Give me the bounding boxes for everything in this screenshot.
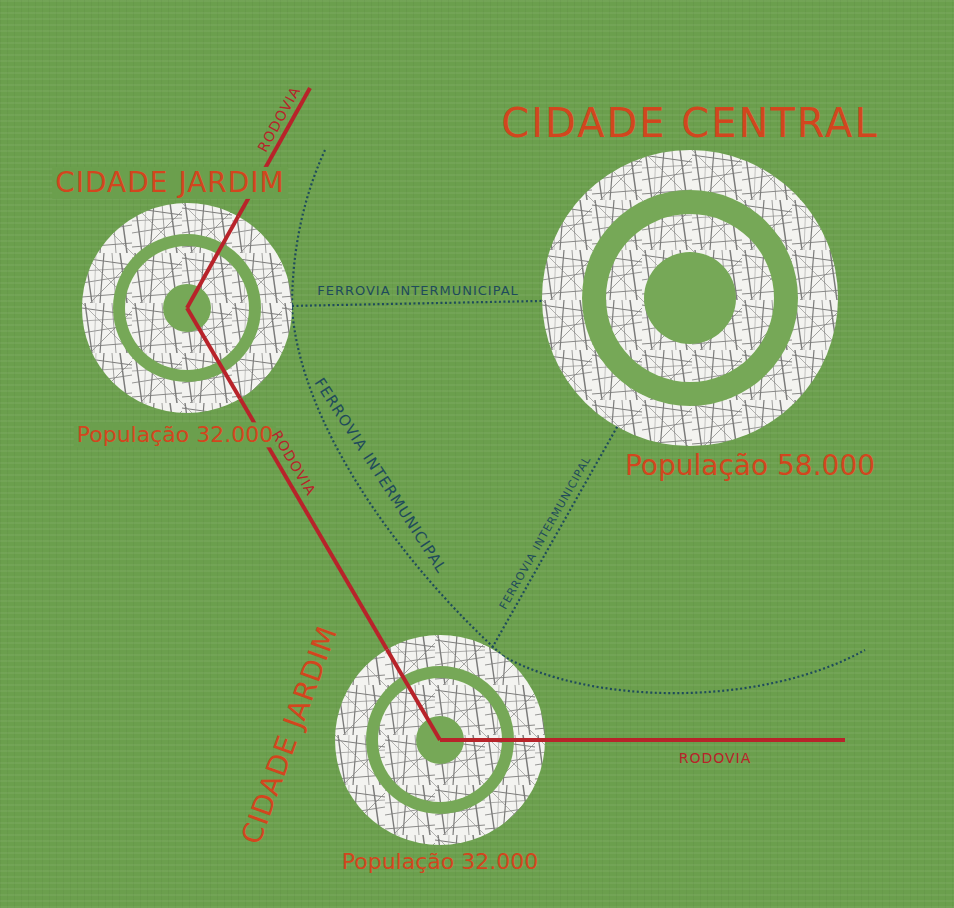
road-segment <box>187 216 238 308</box>
road-segment <box>440 738 545 742</box>
line-label: FERROVIA INTERMUNICIPAL <box>317 284 519 299</box>
city-rings <box>82 203 292 413</box>
railway-line <box>292 308 503 656</box>
green-belt <box>644 252 736 344</box>
built-ring <box>542 150 838 446</box>
city-node: CIDADE JARDIMPopulação 32.000 <box>82 203 292 413</box>
built-ring <box>335 635 545 845</box>
line-label: FERROVIA INTERMUNICIPAL <box>498 454 594 612</box>
railway-line <box>292 301 542 306</box>
road-segment <box>187 308 240 399</box>
city-name: CIDADE JARDIM <box>236 622 345 849</box>
population: População 32.000 <box>74 422 276 447</box>
road-segment <box>387 649 440 740</box>
city-rings <box>335 635 545 845</box>
railway-extension <box>503 650 865 693</box>
built-ring <box>606 214 774 382</box>
population: População 58.000 <box>625 450 875 482</box>
city-rings <box>542 150 838 446</box>
road-extension <box>440 738 845 742</box>
built-ring <box>82 203 292 413</box>
city-name: CIDADE JARDIM <box>52 167 288 199</box>
city-node: CIDADE JARDIMPopulação 32.000 <box>335 635 545 845</box>
population: População 32.000 <box>342 849 538 874</box>
railway-line <box>492 427 617 649</box>
road-label: RODOVIA <box>679 750 752 766</box>
green-belt <box>582 190 798 406</box>
line-label: FERROVIA INTERMUNICIPAL <box>310 375 449 577</box>
city-node: CIDADE CENTRALPopulação 58.000 <box>542 150 838 446</box>
city-name: CIDADE CENTRAL <box>501 100 878 146</box>
